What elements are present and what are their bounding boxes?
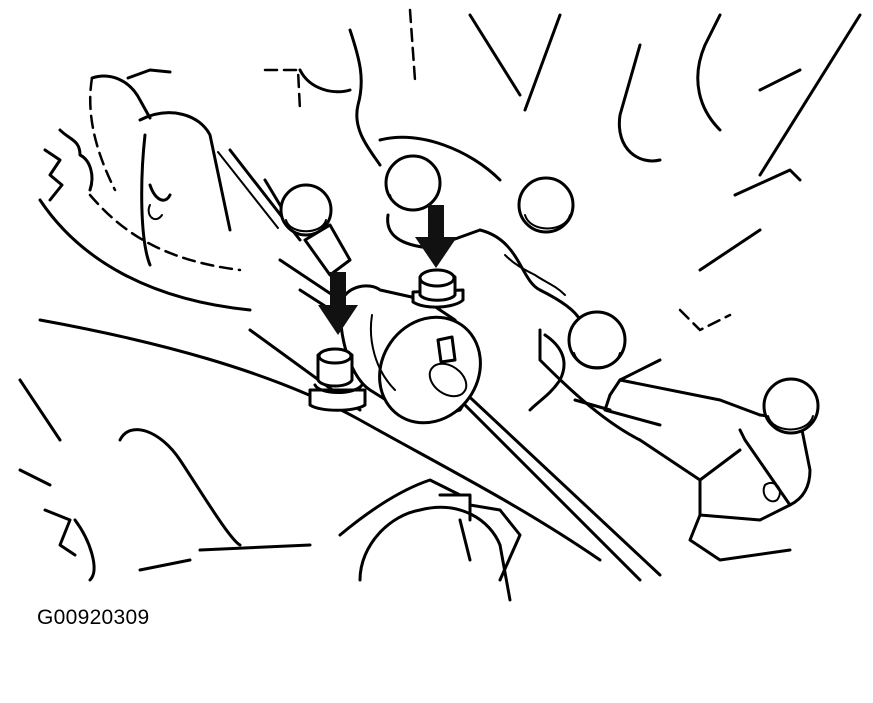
bolt-head bbox=[762, 377, 820, 435]
sensor-rod bbox=[303, 223, 352, 277]
bolt-head bbox=[517, 176, 575, 234]
lower-housing bbox=[118, 428, 522, 602]
target-bolt-left bbox=[308, 347, 367, 412]
engine-housing-outline bbox=[88, 8, 862, 332]
sensor-pin bbox=[436, 335, 457, 364]
sensor-bore bbox=[428, 362, 468, 398]
arrow-down-left-icon bbox=[318, 272, 358, 335]
sensor-assembly bbox=[303, 223, 482, 425]
bolt-head bbox=[279, 183, 333, 237]
figure-id-label: G00920309 bbox=[37, 606, 150, 629]
background-bolts bbox=[279, 154, 820, 435]
left-housing bbox=[38, 111, 302, 312]
arrow-down-right-icon bbox=[415, 205, 457, 268]
mounting-bracket bbox=[478, 228, 812, 562]
target-bolt-right bbox=[411, 268, 465, 309]
